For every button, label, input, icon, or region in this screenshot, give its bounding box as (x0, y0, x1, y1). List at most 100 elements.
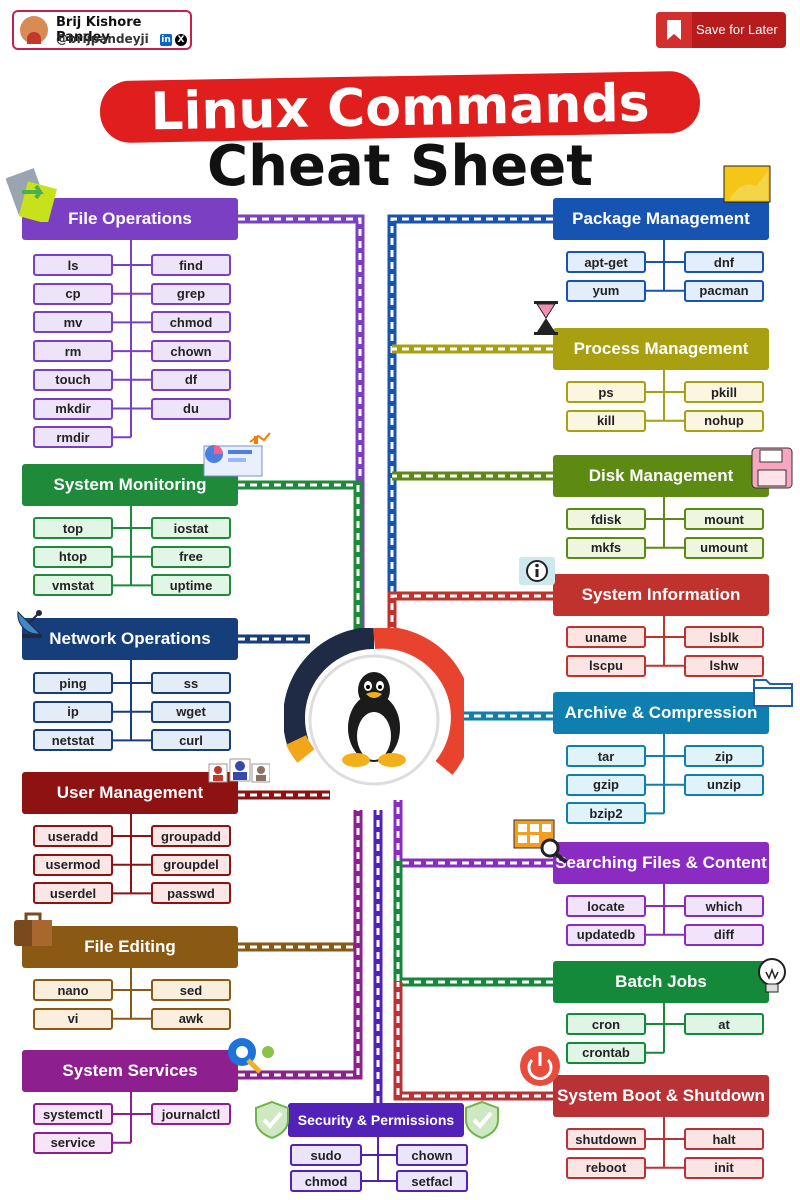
command-chip-rmdir[interactable]: rmdir (33, 426, 113, 449)
command-chip-du[interactable]: du (151, 397, 231, 420)
command-chip-zip[interactable]: zip (684, 745, 764, 767)
command-chip-passwd[interactable]: passwd (151, 882, 231, 905)
command-chip-tar[interactable]: tar (566, 745, 646, 767)
command-chip-nano[interactable]: nano (33, 979, 113, 1001)
command-chip-ping[interactable]: ping (33, 672, 113, 694)
command-chip-gzip[interactable]: gzip (566, 773, 646, 796)
command-chip-top[interactable]: top (33, 517, 113, 539)
command-chip-sed[interactable]: sed (151, 979, 231, 1001)
command-chip-touch[interactable]: touch (33, 368, 113, 391)
command-chip-kill[interactable]: kill (566, 409, 646, 432)
section-title-system-information[interactable]: System Information (553, 574, 769, 616)
command-chip-which[interactable]: which (684, 895, 764, 917)
floppy-disk-icon (750, 446, 794, 494)
command-chip-usermod[interactable]: usermod (33, 853, 113, 876)
command-chip-sudo[interactable]: sudo (290, 1144, 362, 1166)
command-chip-netstat[interactable]: netstat (33, 729, 113, 752)
section-title-package-management[interactable]: Package Management (553, 198, 769, 240)
section-title-archive-compression[interactable]: Archive & Compression (553, 692, 769, 734)
command-chip-locate[interactable]: locate (566, 895, 646, 917)
command-chip-chmod[interactable]: chmod (290, 1170, 362, 1192)
author-card[interactable]: Brij Kishore Pandey @brijpandeyji in X (12, 10, 192, 50)
command-chip-wget[interactable]: wget (151, 700, 231, 723)
shield-check-icon (254, 1100, 290, 1144)
command-chip-awk[interactable]: awk (151, 1007, 231, 1030)
command-chip-systemctl[interactable]: systemctl (33, 1103, 113, 1125)
section-title-network-operations[interactable]: Network Operations (22, 618, 238, 660)
linkedin-icon[interactable]: in (160, 34, 172, 46)
command-chip-reboot[interactable]: reboot (566, 1156, 646, 1179)
command-chip-lshw[interactable]: lshw (684, 654, 764, 677)
section-connector (238, 810, 363, 952)
command-chip-ls[interactable]: ls (33, 254, 113, 276)
command-chip-fdisk[interactable]: fdisk (566, 508, 646, 530)
power-icon (518, 1044, 562, 1092)
save-for-later-button[interactable]: Save for Later (656, 12, 786, 48)
command-chip-find[interactable]: find (151, 254, 231, 276)
command-chip-uname[interactable]: uname (566, 626, 646, 648)
command-chip-iostat[interactable]: iostat (151, 517, 231, 539)
command-chip-pacman[interactable]: pacman (684, 279, 764, 302)
command-chip-ss[interactable]: ss (151, 672, 231, 694)
section-title-system-monitoring[interactable]: System Monitoring (22, 464, 238, 506)
section-connector (238, 214, 365, 640)
command-chip-apt-get[interactable]: apt-get (566, 251, 646, 273)
section-title-file-editing[interactable]: File Editing (22, 926, 238, 968)
command-chip-userdel[interactable]: userdel (33, 882, 113, 905)
command-chip-bzip2[interactable]: bzip2 (566, 802, 646, 825)
command-chip-dnf[interactable]: dnf (684, 251, 764, 273)
folder-icon (722, 160, 772, 208)
section-title-system-services[interactable]: System Services (22, 1050, 238, 1092)
command-chip-chown[interactable]: chown (396, 1144, 468, 1166)
command-chip-df[interactable]: df (151, 368, 231, 391)
section-title-file-operations[interactable]: File Operations (22, 198, 238, 240)
command-chip-ps[interactable]: ps (566, 381, 646, 403)
command-chip-crontab[interactable]: crontab (566, 1041, 646, 1064)
x-icon[interactable]: X (175, 34, 187, 46)
section-title-security-permissions[interactable]: Security & Permissions (288, 1103, 464, 1137)
command-chip-chown[interactable]: chown (151, 340, 231, 363)
command-chip-halt[interactable]: halt (684, 1128, 764, 1150)
command-chip-pkill[interactable]: pkill (684, 381, 764, 403)
section-title-process-management[interactable]: Process Management (553, 328, 769, 370)
command-chip-grep[interactable]: grep (151, 282, 231, 305)
section-title-user-management[interactable]: User Management (22, 772, 238, 814)
command-chip-yum[interactable]: yum (566, 279, 646, 302)
command-chip-cron[interactable]: cron (566, 1013, 646, 1035)
command-chip-mount[interactable]: mount (684, 508, 764, 530)
command-chip-chmod[interactable]: chmod (151, 311, 231, 334)
command-chip-free[interactable]: free (151, 545, 231, 568)
command-chip-htop[interactable]: htop (33, 545, 113, 568)
section-title-searching-files-content[interactable]: Searching Files & Content (553, 842, 769, 884)
command-chip-ip[interactable]: ip (33, 700, 113, 723)
command-chip-uptime[interactable]: uptime (151, 574, 231, 597)
command-chip-journalctl[interactable]: journalctl (151, 1103, 231, 1125)
command-chip-nohup[interactable]: nohup (684, 409, 764, 432)
magnifier-monitor-icon (512, 818, 568, 868)
command-chip-shutdown[interactable]: shutdown (566, 1128, 646, 1150)
section-title-system-boot-shutdown[interactable]: System Boot & Shutdown (553, 1075, 769, 1117)
command-chip-lsblk[interactable]: lsblk (684, 626, 764, 648)
command-chip-vmstat[interactable]: vmstat (33, 574, 113, 597)
command-chip-mkdir[interactable]: mkdir (33, 397, 113, 420)
command-chip-cp[interactable]: cp (33, 282, 113, 305)
command-chip-rm[interactable]: rm (33, 340, 113, 363)
command-chip-lscpu[interactable]: lscpu (566, 654, 646, 677)
command-chip-useradd[interactable]: useradd (33, 825, 113, 847)
command-chip-groupadd[interactable]: groupadd (151, 825, 231, 847)
command-chip-curl[interactable]: curl (151, 729, 231, 752)
command-chip-umount[interactable]: umount (684, 536, 764, 559)
command-chip-groupdel[interactable]: groupdel (151, 853, 231, 876)
command-chip-mv[interactable]: mv (33, 311, 113, 334)
command-chip-init[interactable]: init (684, 1156, 764, 1179)
command-chip-service[interactable]: service (33, 1131, 113, 1154)
command-chip-diff[interactable]: diff (684, 923, 764, 946)
command-chip-updatedb[interactable]: updatedb (566, 923, 646, 946)
section-title-disk-management[interactable]: Disk Management (553, 455, 769, 497)
section-title-batch-jobs[interactable]: Batch Jobs (553, 961, 769, 1003)
command-chip-vi[interactable]: vi (33, 1007, 113, 1030)
command-chip-setfacl[interactable]: setfacl (396, 1170, 468, 1192)
command-chip-at[interactable]: at (684, 1013, 764, 1035)
command-chip-mkfs[interactable]: mkfs (566, 536, 646, 559)
command-chip-unzip[interactable]: unzip (684, 773, 764, 796)
